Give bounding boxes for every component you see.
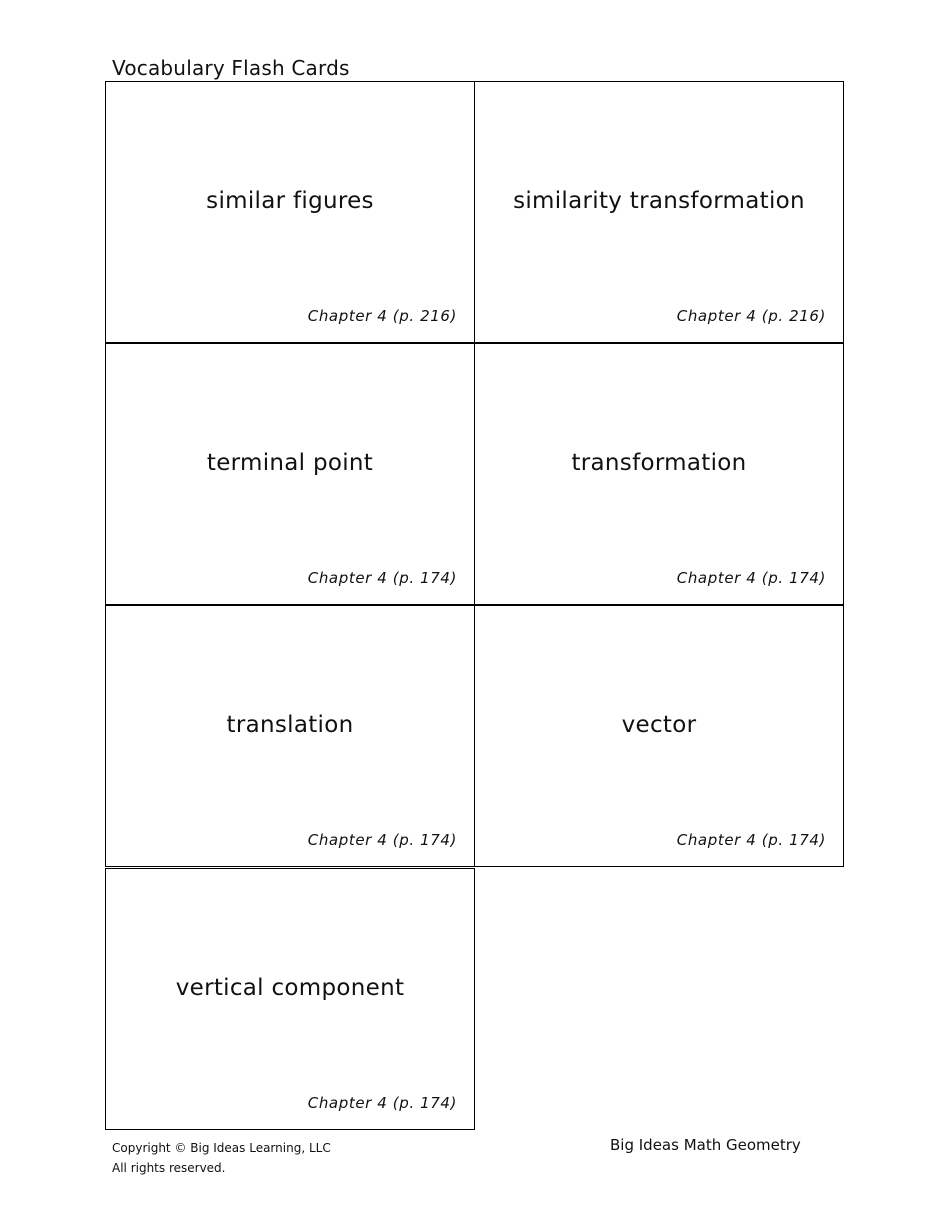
flash-card: vertical component Chapter 4 (p. 174) [105, 868, 475, 1130]
book-title: Big Ideas Math Geometry [610, 1136, 801, 1154]
rights-text: All rights reserved. [112, 1161, 226, 1175]
flash-card: translation Chapter 4 (p. 174) [105, 605, 475, 867]
flash-card: similarity transformation Chapter 4 (p. … [474, 81, 844, 343]
card-reference: Chapter 4 (p. 174) [676, 569, 826, 587]
card-term: translation [226, 712, 354, 738]
card-reference: Chapter 4 (p. 174) [307, 1094, 457, 1112]
card-reference: Chapter 4 (p. 174) [307, 569, 457, 587]
card-term: terminal point [206, 450, 374, 476]
card-term: transformation [571, 450, 747, 476]
card-term: similarity transformation [513, 188, 805, 214]
flash-card: vector Chapter 4 (p. 174) [474, 605, 844, 867]
card-reference: Chapter 4 (p. 174) [307, 831, 457, 849]
card-term: vertical component [175, 975, 405, 1001]
flash-card: transformation Chapter 4 (p. 174) [474, 343, 844, 605]
flash-card: similar figures Chapter 4 (p. 216) [105, 81, 475, 343]
card-term: vector [621, 712, 697, 738]
card-reference: Chapter 4 (p. 216) [676, 307, 826, 325]
page-title: Vocabulary Flash Cards [112, 56, 350, 80]
flash-card: terminal point Chapter 4 (p. 174) [105, 343, 475, 605]
copyright-notice: Copyright © Big Ideas Learning, LLC All … [112, 1138, 331, 1178]
copyright-text: Copyright © Big Ideas Learning, LLC [112, 1141, 331, 1155]
card-term: similar figures [206, 188, 374, 214]
card-reference: Chapter 4 (p. 216) [307, 307, 457, 325]
card-reference: Chapter 4 (p. 174) [676, 831, 826, 849]
